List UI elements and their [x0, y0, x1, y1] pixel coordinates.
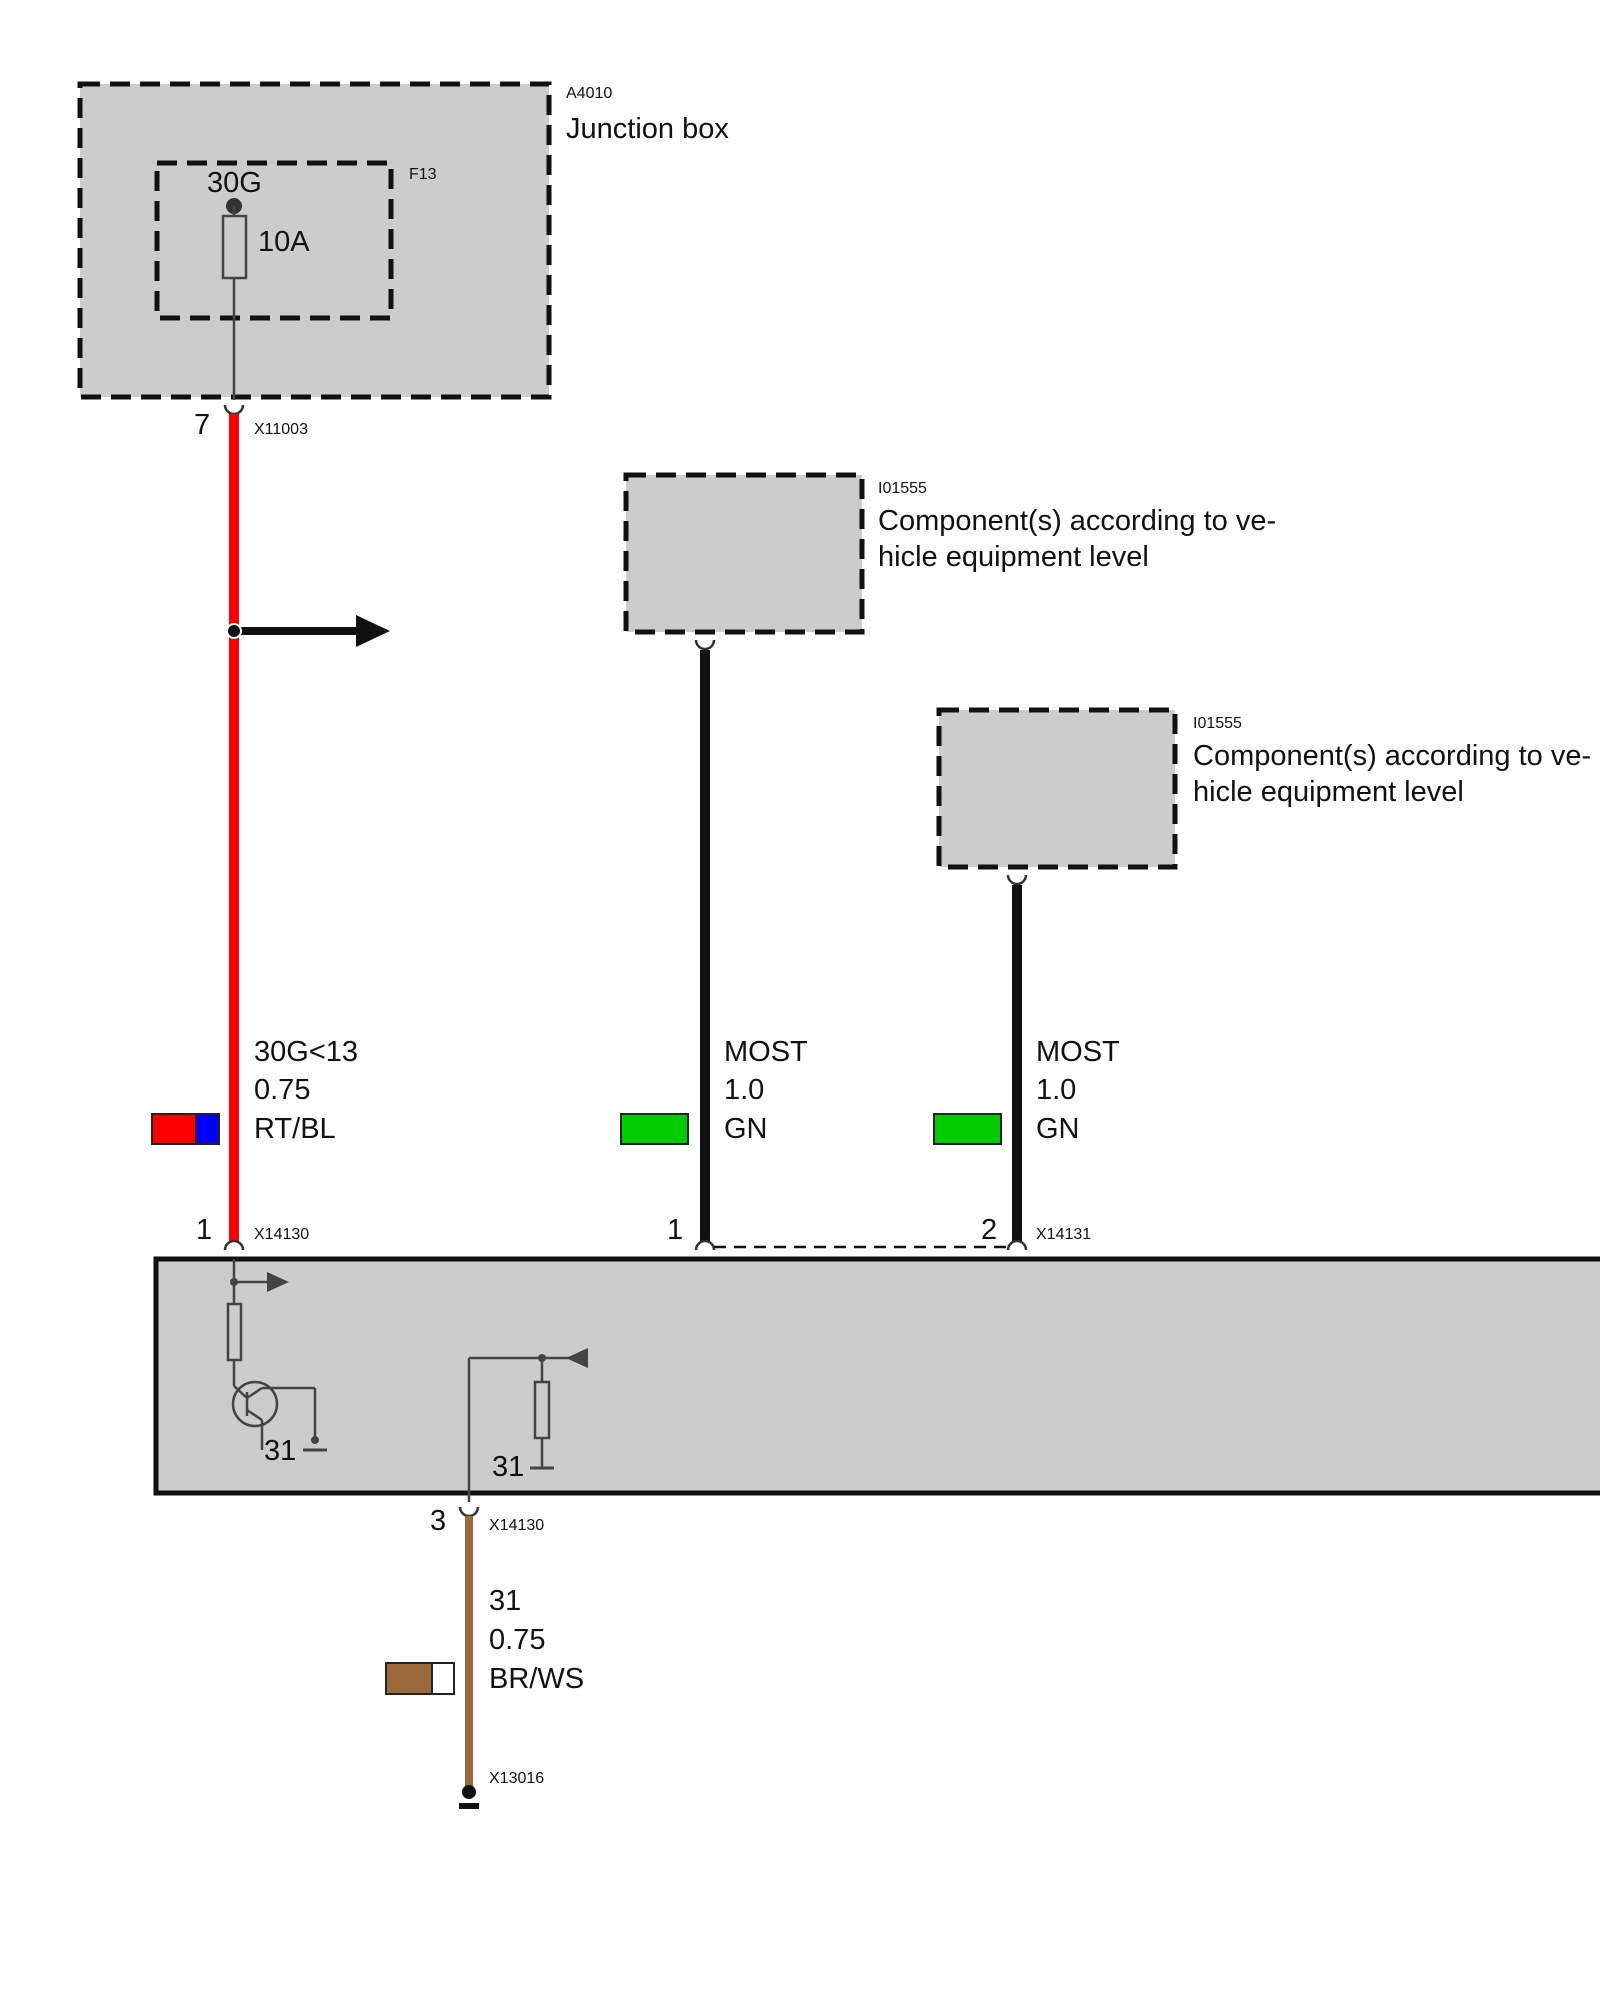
connector-socket-icon — [223, 404, 245, 416]
wire-most-1[interactable]: MOST 1.0 GN — [620, 650, 808, 1241]
wire-most-2-color-swatch — [933, 1113, 1002, 1145]
wire-ground-color-code: BR/WS — [489, 1663, 584, 1695]
component-1-line1: Component(s) according to ve- — [878, 505, 1276, 537]
wire-most-1-color-swatch — [620, 1113, 689, 1145]
connector-socket-icon — [694, 1239, 716, 1251]
connector-pin-2: 2 — [981, 1214, 997, 1246]
wire-ground-color-swatch — [385, 1662, 455, 1695]
ground-icon — [462, 1785, 476, 1799]
connector-id: X11003 — [254, 421, 308, 438]
internal-ground-circuit: 31 — [467, 1348, 588, 1502]
fuse-id: F13 — [409, 166, 437, 183]
fuse-f13[interactable]: F13 30G 10A — [154, 160, 437, 400]
control-unit[interactable] — [153, 1256, 1600, 1496]
fuse-terminal-label: 30G — [207, 167, 262, 199]
connector-pin-1: 1 — [667, 1214, 683, 1246]
connector-pin: 1 — [196, 1214, 212, 1246]
component-1-id: I01555 — [878, 480, 927, 497]
junction-box-title: Junction box — [566, 113, 729, 145]
ground-icon — [311, 1436, 319, 1444]
arrow-right-icon — [356, 615, 390, 647]
connector-socket-icon — [1006, 1239, 1028, 1251]
connector-socket-icon — [223, 1239, 245, 1251]
wire-most-2[interactable]: MOST 1.0 GN — [933, 885, 1120, 1241]
connector-id: X14130 — [489, 1517, 544, 1534]
wire-ground[interactable]: 31 0.75 BR/WS — [385, 1516, 584, 1790]
connector-x14131[interactable]: 1 2 X14131 — [667, 1214, 1091, 1251]
fuse-rating: 10A — [258, 226, 310, 258]
wire-most-1-gauge: 1.0 — [724, 1074, 764, 1106]
wire-most-2-color-code: GN — [1036, 1113, 1080, 1145]
component-2-line2: hicle equipment level — [1193, 776, 1464, 808]
fuse-icon — [221, 214, 248, 280]
junction-box[interactable]: A4010 Junction box — [77, 81, 729, 400]
connector-pin: 7 — [194, 409, 210, 441]
connector-x11003[interactable]: 7 X11003 — [194, 404, 308, 441]
transistor-icon — [231, 1380, 317, 1450]
connector-x14130-pin3[interactable]: 3 X14130 — [430, 1505, 544, 1537]
ground-point-x13016[interactable]: X13016 — [459, 1770, 544, 1809]
ground-point-id: X13016 — [489, 1770, 544, 1787]
ground-label-transistor: 31 — [264, 1435, 296, 1467]
wire-power-color-code: RT/BL — [254, 1113, 336, 1145]
connector-id: X14131 — [1036, 1226, 1091, 1243]
wire-power-gauge: 0.75 — [254, 1074, 310, 1106]
junction-box-id: A4010 — [566, 85, 612, 102]
wire-power-color-swatch — [151, 1113, 220, 1145]
wire-most-1-color-code: GN — [724, 1113, 768, 1145]
wire-power-signal: 30G<13 — [254, 1036, 358, 1068]
branch-arrow[interactable] — [226, 615, 390, 647]
connector-x14130-pin1[interactable]: 1 X14130 — [196, 1214, 309, 1251]
ground-bar — [459, 1803, 479, 1809]
component-2-line1: Component(s) according to ve- — [1193, 740, 1591, 772]
arrow-right-icon — [267, 1272, 289, 1292]
wire-most-2-signal: MOST — [1036, 1036, 1120, 1068]
component-2[interactable]: I01555 Component(s) according to ve- hic… — [936, 707, 1591, 886]
connector-id: X14130 — [254, 1226, 309, 1243]
connector-pin: 3 — [430, 1505, 446, 1537]
wire-ground-gauge: 0.75 — [489, 1624, 545, 1656]
ground-label-resistor: 31 — [492, 1451, 524, 1483]
arrow-left-icon — [566, 1348, 588, 1368]
connector-socket-icon — [1006, 874, 1028, 886]
wire-most-2-gauge: 1.0 — [1036, 1074, 1076, 1106]
splice-dot — [226, 623, 242, 639]
component-1[interactable]: I01555 Component(s) according to ve- hic… — [623, 472, 1276, 651]
wire-ground-signal: 31 — [489, 1585, 521, 1617]
component-1-line2: hicle equipment level — [878, 541, 1149, 573]
component-2-id: I01555 — [1193, 715, 1242, 732]
connector-socket-icon — [694, 639, 716, 651]
connector-socket-icon — [458, 1506, 480, 1518]
wire-most-1-signal: MOST — [724, 1036, 808, 1068]
wire-power[interactable]: 30G<13 0.75 RT/BL — [151, 414, 358, 1241]
internal-input-circuit: 31 — [226, 1259, 327, 1467]
